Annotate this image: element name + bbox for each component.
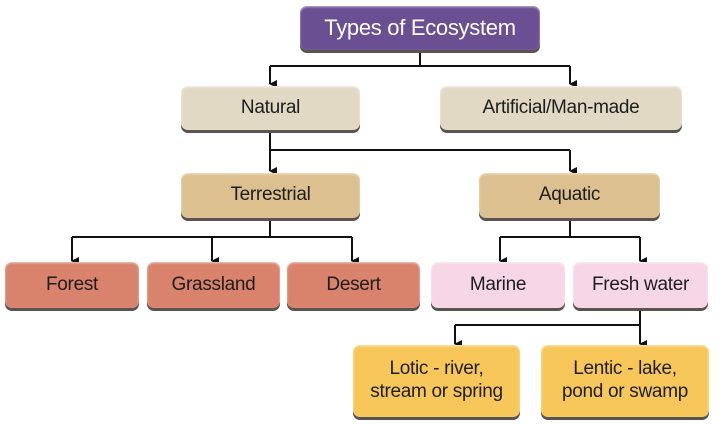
node-marine: Marine xyxy=(431,262,565,308)
node-grassland: Grassland xyxy=(147,262,280,308)
node-types-of-ecosystem: Types of Ecosystem xyxy=(300,6,540,50)
node-natural: Natural xyxy=(181,86,360,130)
node-lentic: Lentic - lake, pond or swamp xyxy=(541,345,709,417)
node-forest: Forest xyxy=(5,262,139,308)
node-desert: Desert xyxy=(287,262,420,308)
node-terrestrial: Terrestrial xyxy=(181,173,360,218)
node-fresh-water: Fresh water xyxy=(573,262,708,308)
node-artificial: Artificial/Man-made xyxy=(440,86,682,130)
lentic-line-1: Lentic - lake, xyxy=(573,358,677,380)
lentic-line-2: pond or swamp xyxy=(561,381,688,402)
lotic-line-2: stream or spring xyxy=(370,381,503,402)
node-lotic: Lotic - river, stream or spring xyxy=(353,345,520,417)
lotic-line-1: Lotic - river, xyxy=(389,358,484,380)
node-aquatic: Aquatic xyxy=(479,173,660,218)
